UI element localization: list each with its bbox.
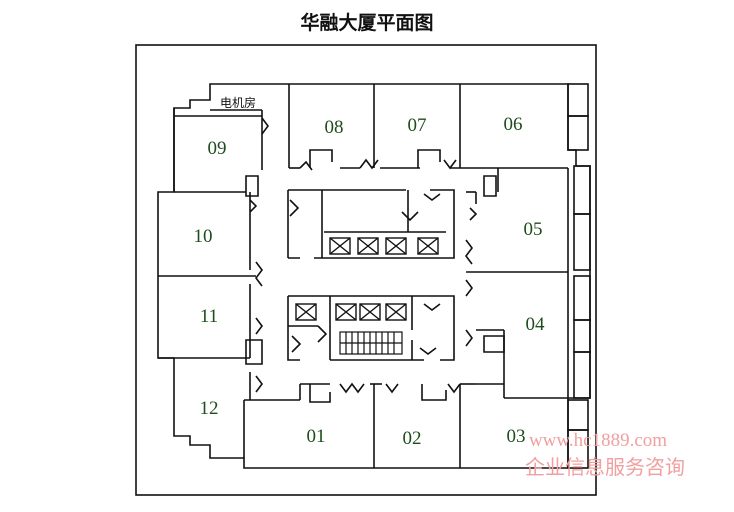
watermark-url: www.hc1889.com xyxy=(529,430,667,451)
room-label-10: 10 xyxy=(194,226,213,247)
outer-frame xyxy=(135,44,597,496)
elevator-upper xyxy=(385,237,407,255)
elevator-lower xyxy=(335,303,357,321)
door xyxy=(255,375,263,393)
door xyxy=(417,149,441,168)
door xyxy=(291,335,302,353)
facade-panel xyxy=(573,165,591,215)
room-label-02: 02 xyxy=(403,428,422,449)
facade-panel xyxy=(567,399,589,431)
elevator-lower xyxy=(385,303,407,321)
elevator-bank-upper xyxy=(329,237,439,255)
elevator-lower xyxy=(295,303,317,321)
electric-room-label: 电机房 xyxy=(220,95,256,110)
staircase-steps xyxy=(340,332,402,354)
facade-panel xyxy=(573,319,591,353)
door xyxy=(423,303,441,311)
door xyxy=(249,199,258,213)
door xyxy=(339,382,365,394)
elevator-lower xyxy=(335,303,357,321)
door xyxy=(359,158,379,170)
facade-panel xyxy=(567,429,589,469)
facade-panel xyxy=(573,351,591,399)
watermark-text: 企业信息服务咨询 xyxy=(525,455,685,479)
room-label-12: 12 xyxy=(200,398,219,419)
door xyxy=(483,335,505,353)
elevator-upper xyxy=(357,237,379,255)
elevator-upper xyxy=(329,237,351,255)
elevator-upper xyxy=(385,237,407,255)
door xyxy=(317,325,328,343)
door xyxy=(309,384,331,403)
door xyxy=(465,279,473,297)
staircase xyxy=(339,331,403,355)
facade-panel xyxy=(573,213,591,271)
elevator-upper xyxy=(417,237,439,255)
core-wall xyxy=(287,189,455,259)
door xyxy=(465,239,473,265)
door xyxy=(299,160,313,171)
door xyxy=(289,199,300,217)
room-label-06: 06 xyxy=(504,114,523,135)
room-label-01: 01 xyxy=(307,426,326,447)
room-label-03: 03 xyxy=(507,426,526,447)
door xyxy=(423,193,441,201)
door xyxy=(447,383,461,394)
door xyxy=(245,339,263,365)
room-label-05: 05 xyxy=(524,219,543,240)
elevator-lower xyxy=(385,303,407,321)
facade-panel xyxy=(567,115,589,151)
facade-panel xyxy=(573,275,591,321)
door xyxy=(385,383,399,394)
room-label-07: 07 xyxy=(408,115,427,136)
room-label-08: 08 xyxy=(325,117,344,138)
room-label-09: 09 xyxy=(208,138,227,159)
elevator-upper xyxy=(357,237,379,255)
door xyxy=(401,211,419,222)
facade-panel xyxy=(567,83,589,117)
elevator-lower xyxy=(295,303,317,321)
door xyxy=(245,175,259,197)
door xyxy=(255,317,263,335)
door xyxy=(443,159,457,170)
door xyxy=(309,149,333,168)
door xyxy=(421,384,447,401)
elevator-lower xyxy=(359,303,381,321)
elevator-bank-lower xyxy=(295,303,407,321)
elevator-lower xyxy=(359,303,381,321)
room-label-11: 11 xyxy=(200,306,218,327)
door xyxy=(465,329,473,347)
door xyxy=(483,175,497,197)
room-label-04: 04 xyxy=(526,314,546,335)
elevator-upper xyxy=(329,237,351,255)
door xyxy=(469,207,478,221)
page-title: 华融大厦平面图 xyxy=(300,12,434,34)
core-wall xyxy=(287,295,455,361)
door xyxy=(419,347,437,355)
door xyxy=(255,261,263,287)
elevator-upper xyxy=(417,237,439,255)
door xyxy=(261,117,269,135)
